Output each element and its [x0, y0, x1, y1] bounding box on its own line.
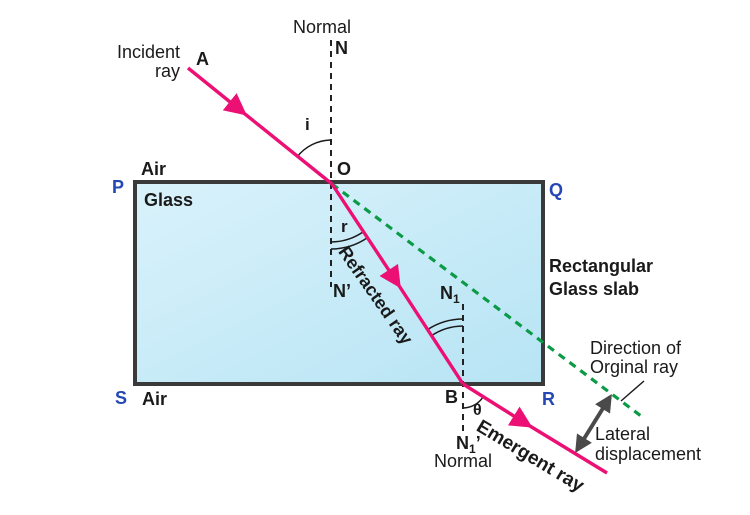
original-ray-dashed-line [331, 182, 642, 418]
point-a-label: A [196, 49, 209, 69]
angle-theta-label: θ [473, 402, 482, 419]
angle-i-label: i [305, 115, 310, 134]
lateral-displacement-arrow [575, 394, 612, 453]
angle-i-arc [296, 139, 332, 158]
corner-s-label: S [115, 388, 128, 408]
corner-q-label: Q [549, 180, 564, 200]
incident-ray-line [186, 66, 334, 186]
point-b-label: B [445, 387, 458, 407]
corner-r-label: R [542, 389, 555, 409]
point-n-label: N [335, 38, 348, 58]
air-bottom-label: Air [142, 389, 168, 409]
angle-r-label: r [341, 217, 348, 236]
point-n-prime-label: N’ [333, 281, 352, 301]
emergent-ray-line [462, 382, 608, 475]
glass-label: Glass [144, 190, 194, 210]
corner-p-label: P [112, 177, 125, 197]
point-n1-prime-label: N1’ [456, 433, 481, 457]
normal-bottom-label: Normal [434, 451, 493, 471]
point-n1-label: N1 [440, 283, 460, 307]
angle-r-arc-inner [330, 231, 364, 243]
point-o-label: O [337, 159, 352, 179]
refracted-ray-line [330, 183, 465, 385]
angle-r-arc-outer [330, 237, 368, 250]
normal-top-label: Normal [293, 17, 352, 37]
glass-slab-rect [133, 180, 545, 386]
label-pointer-line [620, 380, 645, 402]
air-top-label: Air [141, 159, 167, 179]
